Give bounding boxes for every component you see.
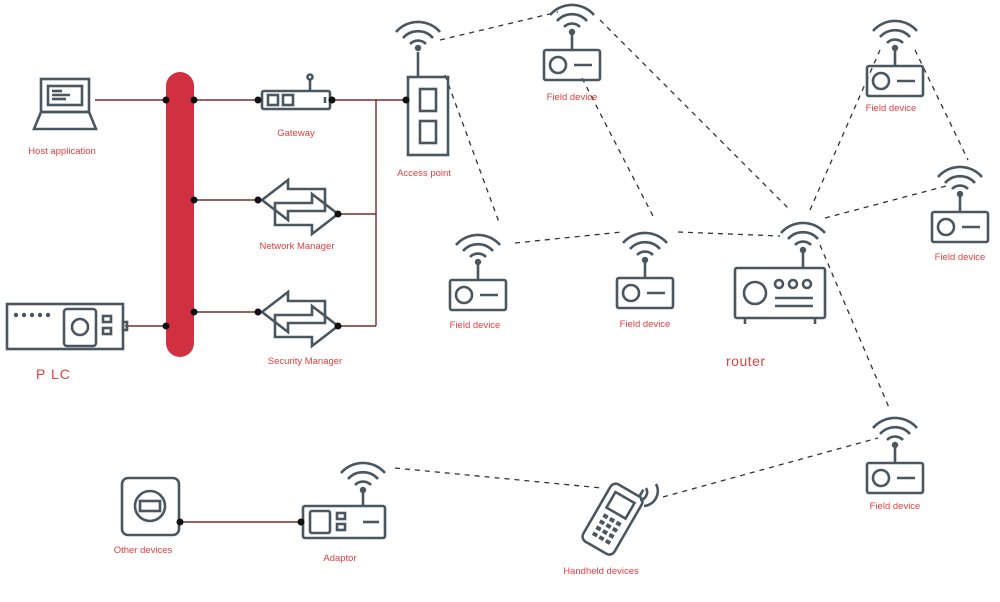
wired-links xyxy=(95,99,405,523)
handheld-signal-icon xyxy=(639,483,659,508)
security-manager-label: Security Manager xyxy=(267,356,343,367)
handheld-devices-label: Handheld devices xyxy=(563,566,639,577)
field-device-icon xyxy=(542,3,602,82)
field-device-icon xyxy=(865,416,925,495)
plc-label: P LC xyxy=(36,366,71,382)
router-icon xyxy=(733,221,827,324)
access-point-label: Access point xyxy=(397,168,451,179)
network-manager-icon xyxy=(259,177,341,237)
other-devices-label: Other devices xyxy=(113,545,173,556)
field-device-label: Field device xyxy=(546,92,598,103)
field-device-label: Field device xyxy=(934,252,986,263)
router-label: router xyxy=(726,353,766,369)
gateway-label: Gateway xyxy=(277,128,315,139)
plc-icon xyxy=(5,302,129,351)
wireless-links xyxy=(394,11,969,498)
adaptor-label: Adaptor xyxy=(323,553,357,564)
network-manager-label: Network Manager xyxy=(259,241,335,252)
connection-points xyxy=(162,96,410,526)
field-device-label: Field device xyxy=(449,320,501,331)
other-devices-icon xyxy=(120,476,181,537)
security-manager-icon xyxy=(259,289,341,349)
host-application-laptop-icon xyxy=(32,77,98,131)
field-device-label: Field device xyxy=(865,103,917,114)
host-application-label: Host application xyxy=(28,146,96,157)
field-device-icon xyxy=(448,233,508,312)
adaptor-icon xyxy=(301,461,387,540)
wired-bus xyxy=(166,72,194,357)
field-device-icon xyxy=(865,19,925,98)
field-device-icon xyxy=(615,231,675,310)
field-device-label: Field device xyxy=(869,501,921,512)
gateway-icon xyxy=(260,73,332,111)
field-device-icon xyxy=(930,165,990,244)
field-device-label: Field device xyxy=(619,319,671,330)
handheld-device-icon xyxy=(581,482,645,556)
access-point-icon xyxy=(395,20,450,157)
